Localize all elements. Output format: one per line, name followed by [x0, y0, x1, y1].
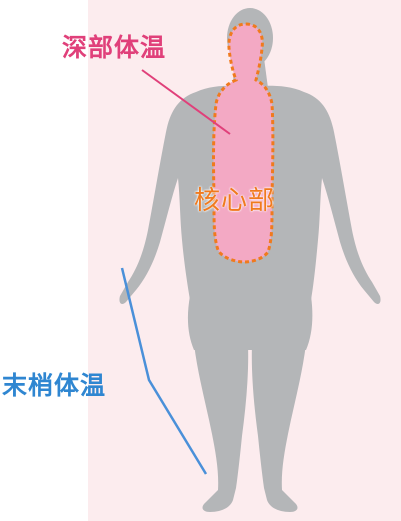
peripheral-body-temp-label: 末梢体温	[2, 366, 106, 402]
deep-body-temp-label: 深部体温	[62, 28, 166, 64]
core-label: 核心部	[194, 180, 275, 217]
